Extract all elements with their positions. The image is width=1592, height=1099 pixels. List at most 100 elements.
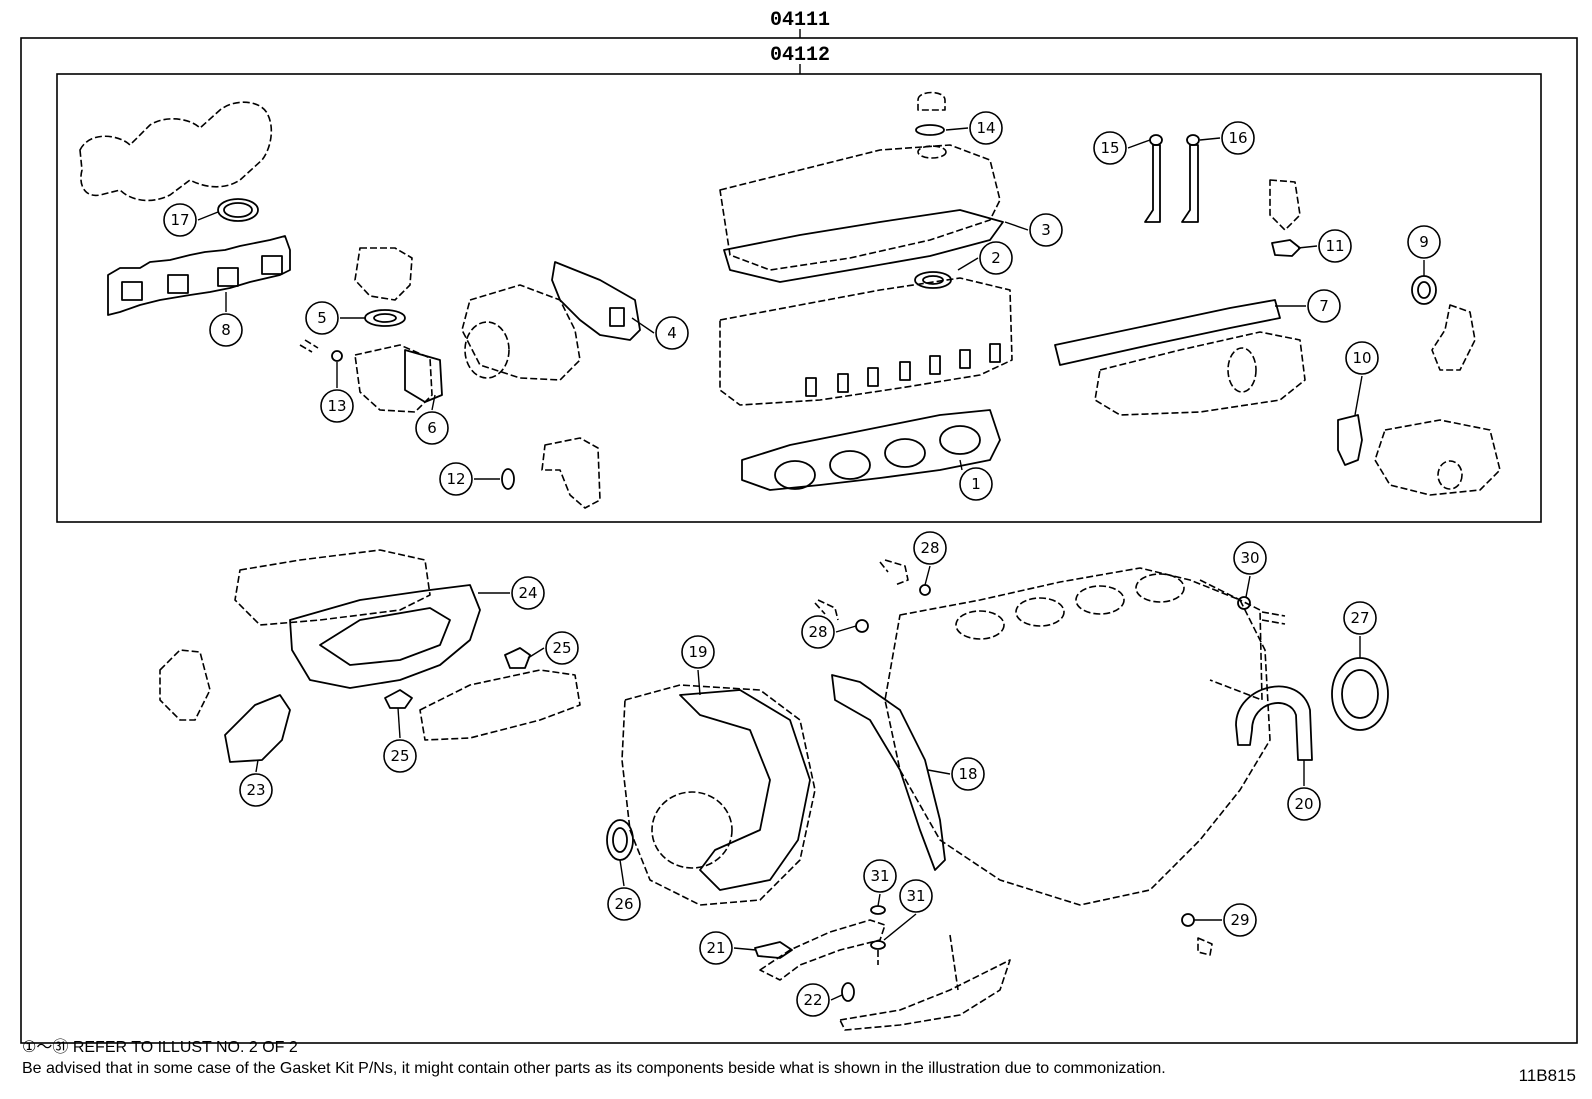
callout-circle-30[interactable] — [1233, 541, 1267, 575]
callout-24[interactable]: 24 — [478, 576, 545, 610]
callout-number-18[interactable]: 18 — [958, 765, 977, 783]
callout-31[interactable]: 31 — [883, 879, 933, 941]
callout-28[interactable]: 28 — [913, 531, 947, 586]
callout-19[interactable]: 19 — [681, 635, 715, 696]
callout-number-9[interactable]: 9 — [1419, 233, 1429, 251]
callout-number-27[interactable]: 27 — [1350, 609, 1369, 627]
callout-7[interactable]: 7 — [1275, 289, 1341, 323]
callout-number-28[interactable]: 28 — [920, 539, 939, 557]
callout-circle-14[interactable] — [969, 111, 1003, 145]
callout-number-12[interactable]: 12 — [446, 470, 465, 488]
callout-number-23[interactable]: 23 — [246, 781, 265, 799]
callout-circle-21[interactable] — [699, 931, 733, 965]
callout-circle-7[interactable] — [1307, 289, 1341, 323]
callout-8[interactable]: 8 — [209, 292, 243, 347]
callout-25[interactable]: 25 — [383, 707, 417, 773]
callout-circle-2[interactable] — [979, 241, 1013, 275]
callout-12[interactable]: 12 — [439, 462, 500, 496]
callout-number-3[interactable]: 3 — [1041, 221, 1051, 239]
callout-5[interactable]: 5 — [305, 301, 365, 335]
callout-circle-18[interactable] — [951, 757, 985, 791]
callout-number-15[interactable]: 15 — [1100, 139, 1119, 157]
callout-26[interactable]: 26 — [607, 859, 641, 921]
callout-17[interactable]: 17 — [163, 203, 219, 237]
callout-4[interactable]: 4 — [631, 316, 689, 350]
callout-circle-25[interactable] — [545, 631, 579, 665]
callout-number-31[interactable]: 31 — [906, 887, 925, 905]
callout-number-26[interactable]: 26 — [614, 895, 633, 913]
callout-number-20[interactable]: 20 — [1294, 795, 1313, 813]
callout-30[interactable]: 30 — [1233, 541, 1267, 598]
callout-number-16[interactable]: 16 — [1228, 129, 1247, 147]
callout-circle-23[interactable] — [239, 773, 273, 807]
callout-2[interactable]: 2 — [957, 241, 1013, 275]
callout-number-8[interactable]: 8 — [221, 321, 231, 339]
callout-number-2[interactable]: 2 — [991, 249, 1001, 267]
callout-10[interactable]: 10 — [1345, 341, 1379, 416]
callout-circle-28[interactable] — [913, 531, 947, 565]
callout-25[interactable]: 25 — [527, 631, 579, 665]
callout-number-1[interactable]: 1 — [971, 475, 981, 493]
callout-11[interactable]: 11 — [1297, 229, 1352, 263]
callout-number-6[interactable]: 6 — [427, 419, 437, 437]
kit-label-outer[interactable]: 04111 — [770, 9, 830, 32]
callout-circle-5[interactable] — [305, 301, 339, 335]
callout-circle-26[interactable] — [607, 887, 641, 921]
callout-circle-8[interactable] — [209, 313, 243, 347]
callout-3[interactable]: 3 — [1004, 213, 1063, 247]
callout-9[interactable]: 9 — [1407, 225, 1441, 276]
callout-23[interactable]: 23 — [239, 759, 273, 807]
callout-circle-4[interactable] — [655, 316, 689, 350]
callout-circle-25[interactable] — [383, 739, 417, 773]
callout-number-13[interactable]: 13 — [327, 397, 346, 415]
callout-circle-31[interactable] — [899, 879, 933, 913]
callout-number-28[interactable]: 28 — [808, 623, 827, 641]
callout-circle-15[interactable] — [1093, 131, 1127, 165]
callout-number-24[interactable]: 24 — [518, 584, 537, 602]
callout-circle-1[interactable] — [959, 467, 993, 501]
callout-29[interactable]: 29 — [1194, 903, 1257, 937]
callout-circle-29[interactable] — [1223, 903, 1257, 937]
callout-circle-31[interactable] — [863, 859, 897, 893]
callout-18[interactable]: 18 — [927, 757, 985, 791]
kit-label-inner[interactable]: 04112 — [770, 44, 830, 67]
callout-13[interactable]: 13 — [320, 362, 354, 423]
callout-circle-10[interactable] — [1345, 341, 1379, 375]
callout-circle-22[interactable] — [796, 983, 830, 1017]
callout-28[interactable]: 28 — [801, 615, 857, 649]
callout-number-30[interactable]: 30 — [1240, 549, 1259, 567]
callout-circle-20[interactable] — [1287, 787, 1321, 821]
callout-number-10[interactable]: 10 — [1352, 349, 1371, 367]
callout-number-11[interactable]: 11 — [1325, 237, 1344, 255]
callout-21[interactable]: 21 — [699, 931, 757, 965]
callout-27[interactable]: 27 — [1343, 601, 1377, 658]
callout-circle-13[interactable] — [320, 389, 354, 423]
callout-circle-3[interactable] — [1029, 213, 1063, 247]
callout-number-5[interactable]: 5 — [317, 309, 327, 327]
callout-16[interactable]: 16 — [1199, 121, 1255, 155]
callout-circle-9[interactable] — [1407, 225, 1441, 259]
callout-number-4[interactable]: 4 — [667, 324, 677, 342]
callout-20[interactable]: 20 — [1287, 760, 1321, 821]
callout-circle-16[interactable] — [1221, 121, 1255, 155]
callout-number-7[interactable]: 7 — [1319, 297, 1329, 315]
callout-15[interactable]: 15 — [1093, 131, 1151, 165]
callout-6[interactable]: 6 — [415, 394, 449, 445]
callout-circle-11[interactable] — [1318, 229, 1352, 263]
callout-number-21[interactable]: 21 — [706, 939, 725, 957]
callout-22[interactable]: 22 — [796, 983, 843, 1017]
callout-number-17[interactable]: 17 — [170, 211, 189, 229]
callout-1[interactable]: 1 — [959, 459, 993, 501]
callout-circle-6[interactable] — [415, 411, 449, 445]
callout-14[interactable]: 14 — [945, 111, 1003, 145]
callout-number-31[interactable]: 31 — [870, 867, 889, 885]
callout-circle-12[interactable] — [439, 462, 473, 496]
callout-31[interactable]: 31 — [863, 859, 897, 907]
callout-circle-27[interactable] — [1343, 601, 1377, 635]
callout-circle-28[interactable] — [801, 615, 835, 649]
callout-number-25[interactable]: 25 — [390, 747, 409, 765]
callout-circle-24[interactable] — [511, 576, 545, 610]
callout-number-14[interactable]: 14 — [976, 119, 995, 137]
callout-number-29[interactable]: 29 — [1230, 911, 1249, 929]
callout-circle-17[interactable] — [163, 203, 197, 237]
